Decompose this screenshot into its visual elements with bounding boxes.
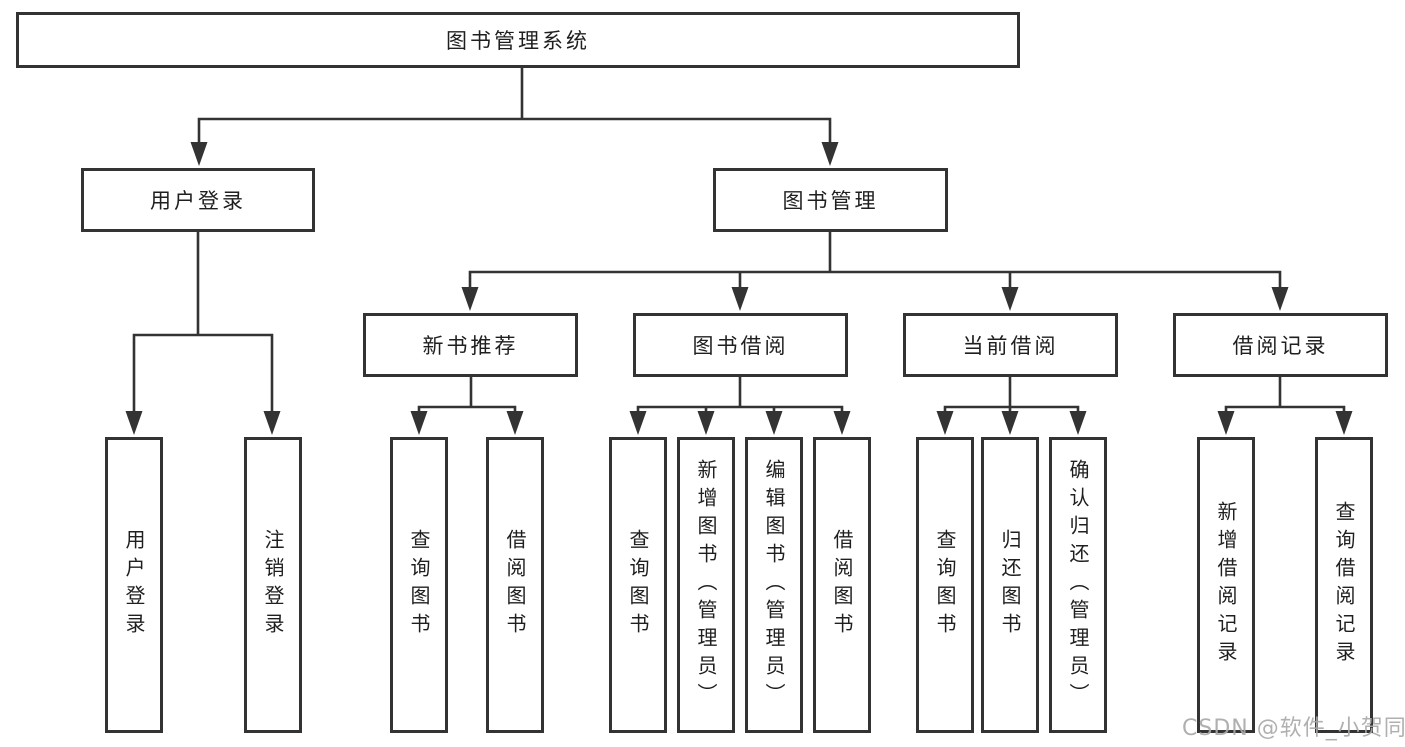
arrowheads-book-management [461,287,1289,311]
node-leaf-edit-books-admin: 编辑图书（管理员） [745,437,803,733]
node-leaf-add-borrow-record-label: 新增借阅记录 [1214,501,1238,669]
connector-root [197,65,832,148]
node-leaf-borrow-books-1-label: 借阅图书 [503,529,527,641]
node-leaf-query-books-2-label: 查询图书 [626,529,650,641]
node-leaf-query-books-2: 查询图书 [609,437,667,733]
node-leaf-return-books: 归还图书 [981,437,1039,733]
node-new-book-recommend: 新书推荐 [363,313,578,377]
node-leaf-query-books-3-label: 查询图书 [933,529,957,641]
node-borrow-records: 借阅记录 [1173,313,1388,377]
csdn-watermark: CSDN @软件_小贺同学 [1182,716,1405,741]
arrowheads-new-book-recommend [410,411,524,435]
node-leaf-user-login: 用户登录 [105,437,163,733]
node-leaf-edit-books-admin-label: 编辑图书（管理员） [762,459,786,711]
node-leaf-add-books-admin-label: 新增图书（管理员） [694,459,718,711]
arrowheads-user-login [125,411,281,435]
node-user-login: 用户登录 [81,168,315,232]
node-leaf-borrow-books-2: 借阅图书 [813,437,871,733]
node-current-borrow-label: 当前借阅 [962,334,1059,358]
connector-new-book-recommend [417,375,517,417]
node-leaf-return-books-label: 归还图书 [998,529,1022,641]
node-user-login-label: 用户登录 [150,189,246,213]
arrowheads-root [190,142,839,166]
node-borrow-records-label: 借阅记录 [1232,334,1329,358]
node-leaf-logout-label: 注销登录 [261,529,285,641]
connector-book-borrow [636,375,844,417]
node-leaf-query-borrow-record: 查询借阅记录 [1315,437,1373,733]
node-current-borrow: 当前借阅 [903,313,1118,377]
node-book-management: 图书管理 [713,168,948,232]
node-book-management-label: 图书管理 [782,189,879,213]
connector-borrow-records [1224,375,1346,417]
node-root: 图书管理系统 [16,12,1020,68]
node-leaf-query-books-3: 查询图书 [916,437,974,733]
arrowheads-book-borrow [629,411,851,435]
node-leaf-add-books-admin: 新增图书（管理员） [677,437,735,733]
arrowheads-borrow-records [1217,411,1353,435]
node-leaf-query-borrow-record-label: 查询借阅记录 [1332,501,1356,669]
node-leaf-logout: 注销登录 [244,437,302,733]
connector-current-borrow [943,375,1080,417]
node-leaf-query-books-1: 查询图书 [390,437,448,733]
node-new-book-recommend-label: 新书推荐 [422,334,519,358]
node-book-borrow: 图书借阅 [633,313,848,377]
connector-book-management [468,230,1282,293]
arrowheads-current-borrow [936,411,1087,435]
node-leaf-confirm-return-admin: 确认归还（管理员） [1049,437,1107,733]
node-root-label: 图书管理系统 [446,29,590,53]
node-leaf-add-borrow-record: 新增借阅记录 [1197,437,1255,733]
node-leaf-user-login-label: 用户登录 [122,529,146,641]
node-leaf-borrow-books-1: 借阅图书 [486,437,544,733]
node-leaf-confirm-return-admin-label: 确认归还（管理员） [1066,459,1090,711]
node-book-borrow-label: 图书借阅 [692,334,789,358]
node-leaf-borrow-books-2-label: 借阅图书 [830,529,854,641]
connector-user-login [132,230,274,417]
node-leaf-query-books-1-label: 查询图书 [407,529,431,641]
